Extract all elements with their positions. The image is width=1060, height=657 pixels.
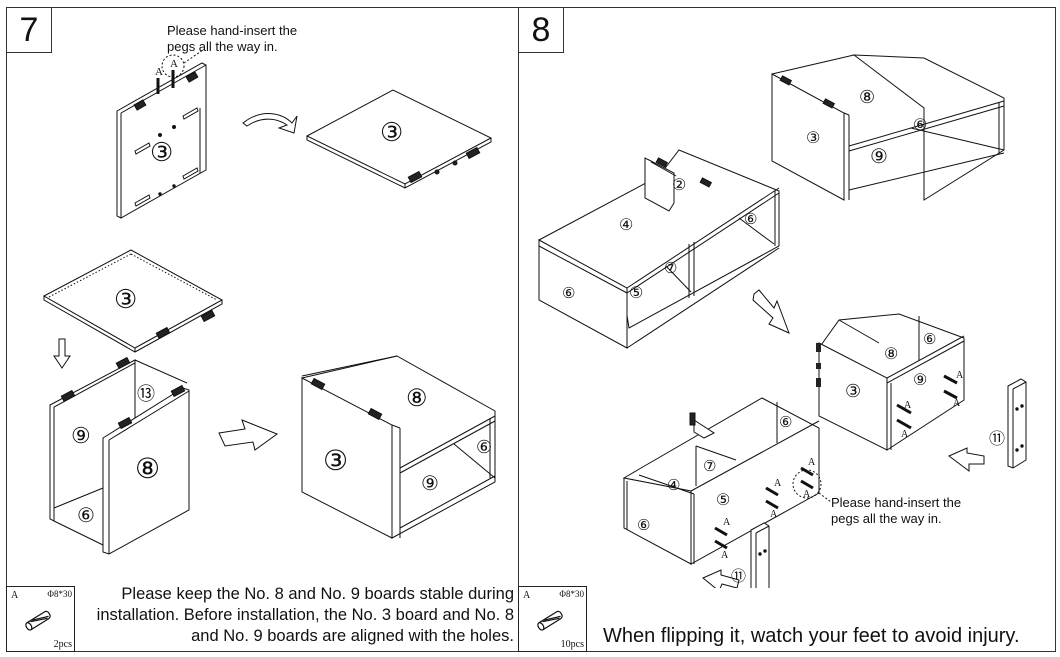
board-label-3: ③: [845, 381, 861, 401]
peg-label-a: A: [170, 58, 178, 70]
board-label-4: ④: [667, 478, 680, 494]
flip-arrow-icon: [242, 113, 298, 134]
diagonal-arrow-icon: [752, 289, 790, 334]
board-label-6: ⑥: [476, 437, 492, 457]
side-assembly: ⑬ ⑨ ⑧ ⑥: [49, 356, 190, 555]
step-number: 7: [6, 7, 52, 53]
peg-label-a: A: [904, 400, 912, 411]
caption-line: Please keep the No. 8 and No. 9 boards s…: [121, 585, 514, 603]
down-arrow-icon: [53, 338, 71, 369]
board-label-8: ⑧: [406, 386, 428, 412]
leg-11-bottom: ⑪: [731, 522, 770, 588]
note-line: pegs all the way in.: [831, 511, 942, 526]
dowel-peg-icon: [537, 610, 563, 631]
bottom-long-unit: A A A A A A ⑥ ④ ⑦ ⑤ ⑥: [622, 397, 832, 565]
step-7-illustration: A A ③ ③ ③: [42, 49, 496, 555]
caption-line: and No. 9 boards are aligned with the ho…: [191, 627, 514, 645]
long-unit: ② ④ ⑥ ⑦ ⑥ ⑤: [538, 149, 780, 349]
board-label-2: ②: [672, 177, 686, 194]
board-label-3: ③: [806, 130, 820, 147]
peg-label-a: A: [803, 489, 811, 500]
peg-label-a: A: [953, 398, 961, 409]
board-label-6: ⑥: [637, 518, 650, 534]
peg-label-a: A: [721, 550, 729, 561]
board-label-6: ⑥: [77, 505, 95, 527]
step-8-panel: 8 Please hand-insert the pegs all the wa…: [518, 7, 1056, 652]
leg-11-right: ⑪: [989, 378, 1027, 469]
cube-unit: ③ ⑧ ⑥ ⑨: [771, 54, 1005, 201]
board-label-5: ⑤: [629, 285, 643, 302]
board-label-6: ⑥: [913, 117, 927, 134]
insert-arrow-icon: [948, 447, 985, 472]
dowel-peg-icon: [25, 610, 51, 631]
peg-label-a: A: [808, 457, 816, 468]
board-label-7: ⑦: [664, 261, 677, 277]
board-label-6: ⑥: [562, 286, 575, 302]
board-label-5: ⑤: [716, 492, 730, 509]
board-label-3: ③: [323, 446, 348, 477]
board-label-9: ⑨: [913, 372, 927, 389]
peg-label-a: A: [723, 517, 731, 528]
peg-label-a: A: [155, 66, 163, 78]
step-caption: When flipping it, watch your feet to avo…: [603, 625, 1020, 647]
part-code: A: [523, 590, 531, 601]
board-3-upright: A A ③: [116, 49, 207, 219]
note-line: Please hand-insert the: [831, 495, 962, 510]
board-3-top: ③: [42, 249, 224, 353]
board-label-9: ⑨: [421, 473, 439, 495]
peg-note: Please hand-insert the pegs all the way …: [167, 23, 297, 55]
peg-label-a: A: [774, 478, 782, 489]
note-line: Please hand-insert the: [167, 23, 298, 38]
note-line: pegs all the way in.: [167, 39, 278, 54]
assembled-cube: ③ ⑧ ⑥ ⑨: [300, 355, 496, 539]
board-label-8: ⑧: [884, 346, 898, 363]
peg-label-a: A: [956, 370, 964, 381]
board-label-11: ⑪: [989, 430, 1005, 448]
step-number: 8: [518, 7, 564, 53]
board-label-8: ⑧: [135, 454, 160, 485]
board-label-3: ③: [150, 138, 173, 167]
board-label-3: ③: [114, 285, 137, 314]
board-label-4: ④: [619, 217, 633, 234]
part-spec: Φ8*30: [47, 589, 72, 599]
board-label-11: ⑪: [731, 568, 746, 585]
board-label-6: ⑥: [779, 415, 792, 431]
step-8-illustration: ③ ⑧ ⑥ ⑨ ② ④ ⑥ ⑦ ⑥: [538, 54, 1027, 588]
board-label-3: ③: [380, 118, 403, 147]
parts-box: A Φ8*30 10pcs: [518, 586, 587, 652]
board-label-9: ⑨: [71, 423, 91, 448]
caption-line: installation. Before installation, the N…: [96, 606, 514, 624]
right-arrow-icon: [218, 419, 279, 451]
peg-label-a: A: [770, 509, 778, 520]
board-label-13: ⑬: [137, 384, 155, 404]
board-label-8: ⑧: [859, 87, 875, 107]
peg-label-a: A: [901, 429, 909, 440]
board-3-flat: ③: [305, 89, 493, 189]
part-quantity: 10pcs: [560, 639, 584, 650]
board-label-7: ⑦: [703, 459, 716, 475]
step-7-panel: 7 Please hand-insert the pegs all the wa…: [6, 7, 519, 652]
step-caption: Please keep the No. 8 and No. 9 boards s…: [74, 584, 514, 647]
parts-box: A Φ8*30 2pcs: [6, 586, 75, 652]
part-code: A: [11, 590, 19, 601]
part-spec: Φ8*30: [559, 589, 584, 599]
insert-arrow-icon: [702, 569, 740, 588]
board-label-9: ⑨: [870, 146, 888, 168]
peg-note: Please hand-insert the pegs all the way …: [831, 495, 961, 527]
part-quantity: 2pcs: [53, 639, 72, 650]
board-label-6: ⑥: [923, 332, 936, 348]
bottom-cube: A A A A ③ ⑧ ⑥ ⑨: [816, 313, 965, 451]
board-label-6: ⑥: [744, 212, 757, 228]
